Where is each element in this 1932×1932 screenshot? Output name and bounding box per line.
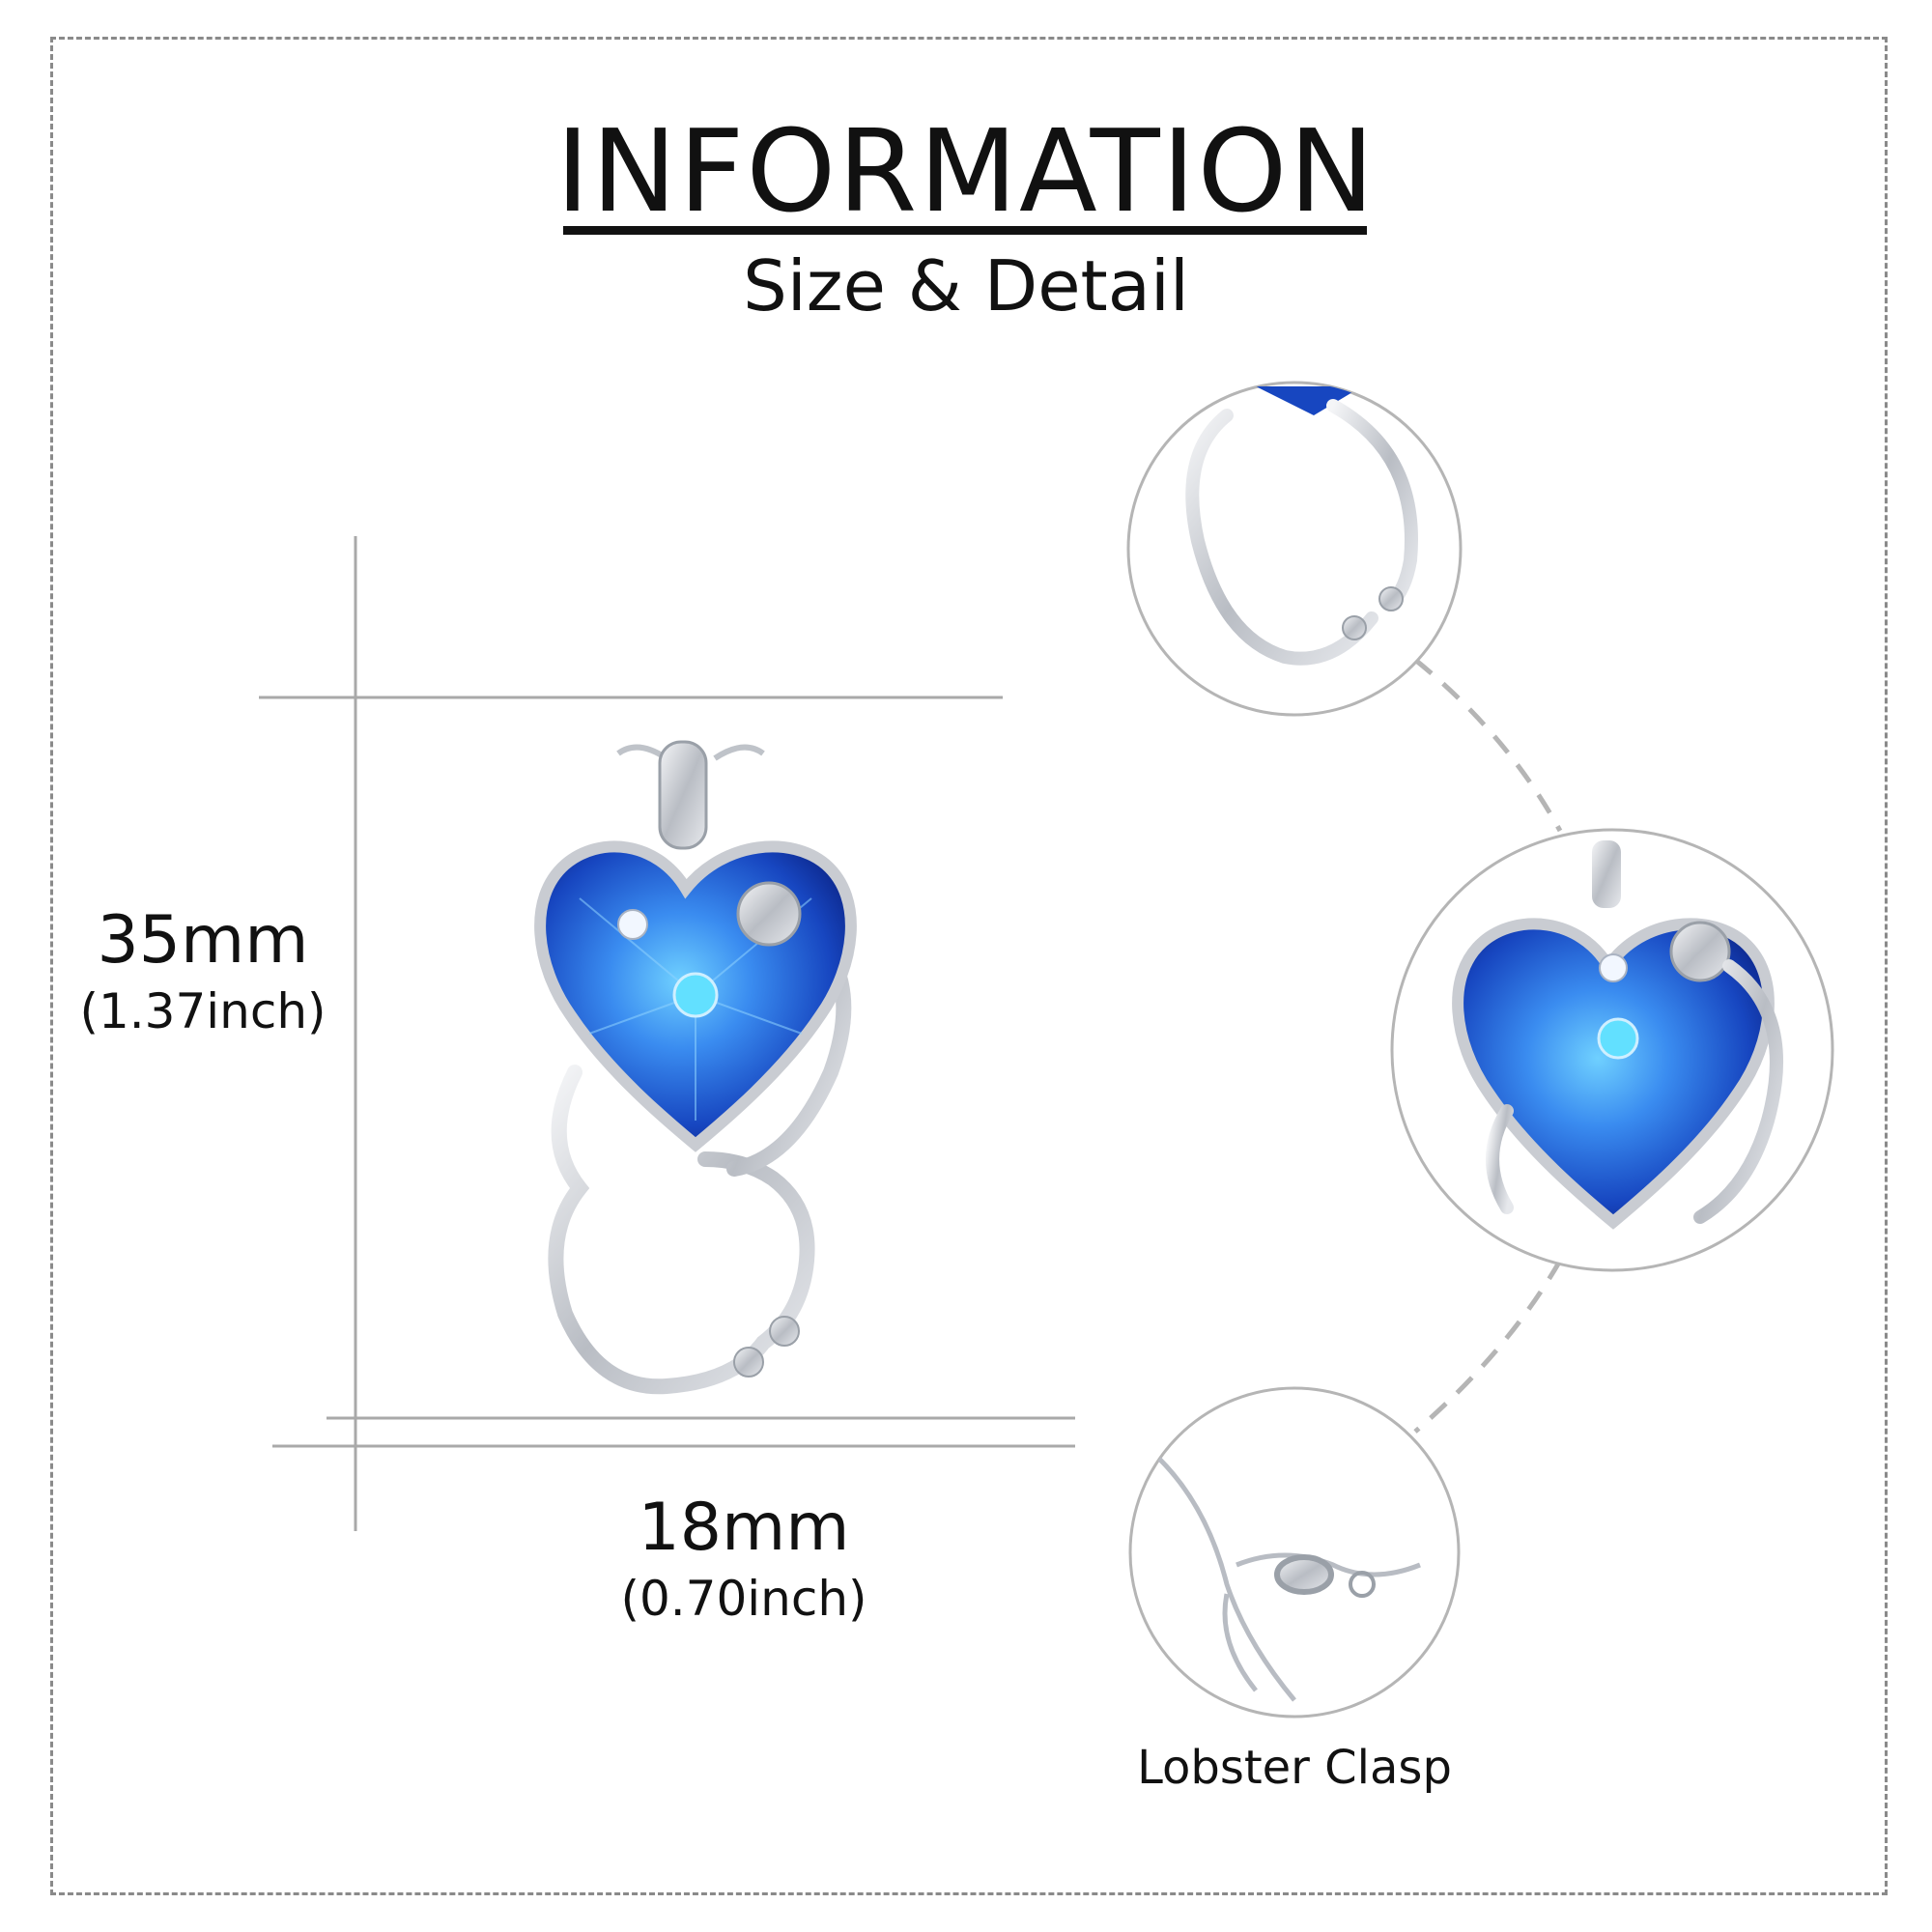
small-crystal	[617, 909, 648, 940]
connector-top	[1413, 658, 1563, 833]
chestpiece	[736, 881, 802, 947]
title-underline	[563, 226, 1367, 235]
page-title: INFORMATION	[555, 104, 1377, 238]
detail-circle-stethoscope	[1126, 381, 1463, 717]
dimension-guides	[259, 536, 1075, 1531]
earpiece-right	[769, 1316, 800, 1347]
width-mm: 18mm	[638, 1490, 850, 1566]
dashed-frame	[50, 37, 1888, 1895]
center-crystal	[672, 972, 719, 1018]
detail-circle-heart	[1390, 828, 1834, 1272]
width-inch: (0.70inch)	[620, 1571, 867, 1627]
clasp-caption: Lobster Clasp	[1137, 1741, 1452, 1795]
detail-circle-clasp	[1128, 1386, 1461, 1719]
detail-connectors	[1413, 658, 1563, 1434]
page-subtitle: Size & Detail	[743, 245, 1189, 327]
pendant-image	[534, 740, 857, 1395]
height-mm: 35mm	[97, 902, 309, 979]
width-dimension: 18mm (0.70inch)	[541, 1490, 947, 1627]
bail	[658, 740, 708, 850]
stethoscope-tube	[548, 1065, 815, 1395]
height-dimension: 35mm (1.37inch)	[58, 902, 348, 1039]
height-inch: (1.37inch)	[79, 983, 327, 1039]
connector-bottom	[1413, 1259, 1563, 1434]
earpiece-left	[733, 1347, 764, 1378]
